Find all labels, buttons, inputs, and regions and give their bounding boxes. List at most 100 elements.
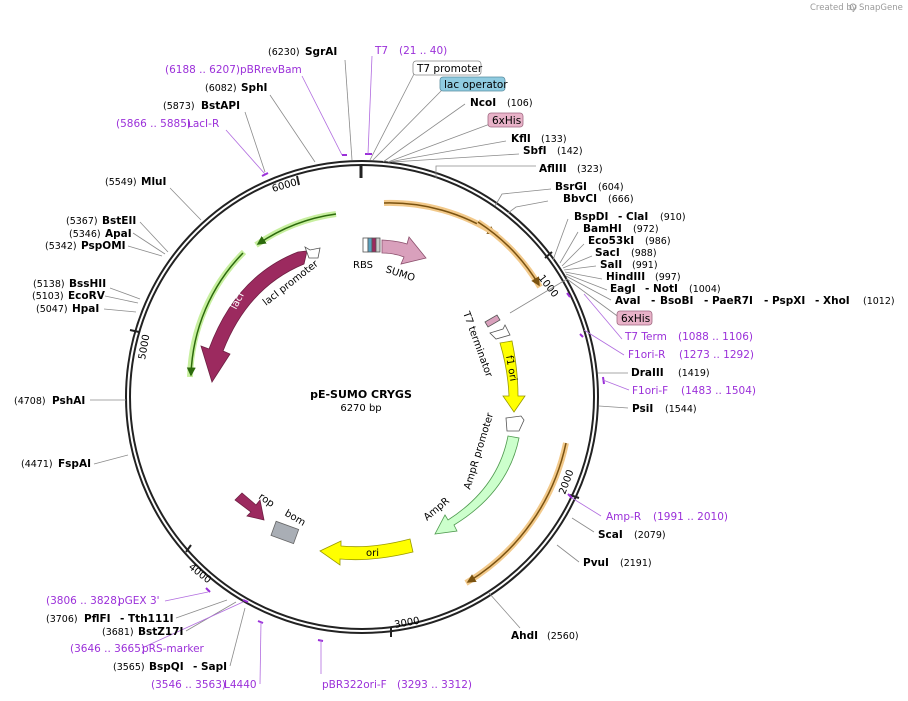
ahdi-pos: (2560)	[547, 631, 579, 642]
label-apai[interactable]: (5346) ApaI	[69, 228, 132, 240]
sphi-pos: (6082)	[205, 83, 237, 94]
label-scai[interactable]: ScaI (2079)	[598, 529, 666, 541]
label-pspomi[interactable]: (5342) PspOMI	[45, 240, 126, 252]
label-bspqi-sapi[interactable]: (3565) BspQI - SapI	[113, 661, 227, 673]
sumo-feature[interactable]	[381, 236, 427, 265]
label-bstz17i[interactable]: (3681) BstZ17I	[102, 626, 183, 638]
t7term-name: T7 Term	[624, 331, 667, 343]
afliii-pos: (323)	[577, 164, 603, 175]
sumo-label: SUMO	[384, 264, 416, 284]
label-6xhis-2[interactable]: 6xHis	[616, 310, 653, 326]
label-saci[interactable]: SacI (988)	[595, 247, 657, 259]
label-pshai[interactable]: (4708) PshAI	[14, 395, 85, 407]
label-pbr322orif[interactable]: pBR322ori-F (3293 .. 3312)	[322, 679, 472, 691]
fspai-pos: (4471)	[21, 459, 53, 470]
l4440-name: L4440	[224, 679, 257, 691]
label-hpai[interactable]: (5047) HpaI	[36, 303, 99, 315]
pvui-name: PvuI	[583, 557, 609, 569]
label-pbrrevbam[interactable]: (6188 .. 6207) pBRrevBam	[165, 64, 302, 76]
pshai-pos: (4708)	[14, 396, 46, 407]
t7-pos: (21 .. 40)	[399, 45, 447, 57]
label-lacir[interactable]: (5866 .. 5885) LacI-R	[116, 118, 219, 130]
pbr322orif-pos: (3293 .. 3312)	[397, 679, 472, 691]
label-l4440[interactable]: (3546 .. 3563) L4440	[151, 679, 257, 691]
ncoi-name: NcoI	[470, 97, 496, 109]
laci-promoter-feature[interactable]	[304, 246, 321, 259]
label-bsshii[interactable]: (5138) BssHII	[33, 278, 106, 290]
label-6xhis-1[interactable]: 6xHis	[487, 112, 524, 128]
clai-name: ClaI	[626, 211, 648, 223]
bstapi-name: BstAPI	[201, 100, 240, 112]
t7-promoter-name: T7 promoter	[416, 63, 483, 75]
f1orir-name: F1ori-R	[628, 349, 665, 361]
label-ahdi[interactable]: AhdI (2560)	[511, 630, 579, 642]
label-t7[interactable]: T7 (21 .. 40)	[374, 45, 447, 57]
label-ecorv[interactable]: (5103) EcoRV	[32, 290, 106, 302]
rop-feature[interactable]	[234, 492, 265, 521]
label-sali[interactable]: SalI (991)	[600, 259, 658, 271]
sbfi-name: SbfI	[523, 145, 547, 157]
avai-name: AvaI	[615, 295, 641, 307]
sixhis2-name: 6xHis	[621, 313, 650, 325]
tth111i-name: Tth111I	[128, 613, 173, 625]
t7-terminator-arrow	[489, 324, 511, 340]
t7-terminator-feature[interactable]	[484, 314, 501, 328]
bstz17i-pos: (3681)	[102, 627, 134, 638]
label-pflfi-tth111i[interactable]: (3706) PflFI - Tth111I	[46, 613, 173, 625]
ori-label: ori	[366, 548, 379, 559]
label-draiii[interactable]: DraIII (1419)	[631, 367, 710, 379]
label-prsmarker[interactable]: (3646 .. 3665) pRS-marker	[70, 643, 205, 655]
label-afliii[interactable]: AflIII (323)	[539, 163, 603, 175]
laci-feature[interactable]	[200, 250, 308, 383]
xhoi-name: XhoI	[823, 295, 850, 307]
label-f1orir[interactable]: F1ori-R (1273 .. 1292)	[628, 349, 754, 361]
rbs-feature[interactable]	[362, 237, 381, 253]
label-eco53ki[interactable]: Eco53kI (986)	[588, 235, 671, 247]
ampr-feature[interactable]	[434, 435, 520, 535]
saci-pos: (988)	[631, 248, 657, 259]
label-eagi-noti[interactable]: EagI - NotI (1004)	[610, 283, 721, 295]
paer7i-name: PaeR7I	[712, 295, 753, 307]
label-mlui[interactable]: (5549) MluI	[105, 176, 166, 188]
label-pvui[interactable]: PvuI (2191)	[583, 557, 652, 569]
label-sphi[interactable]: (6082) SphI	[205, 82, 267, 94]
pspomi-name: PspOMI	[81, 240, 126, 252]
label-kfli[interactable]: KflI (133)	[511, 133, 567, 145]
label-ncoi[interactable]: NcoI (106)	[470, 97, 533, 109]
ori-feature[interactable]	[319, 538, 414, 566]
leader-lines	[90, 55, 630, 685]
pbrrevbam-name: pBRrevBam	[240, 64, 302, 76]
label-lac-operator[interactable]: lac operator	[439, 76, 508, 92]
pflfi-name: PflFI	[84, 613, 111, 625]
label-bamhi[interactable]: BamHI (972)	[583, 223, 659, 235]
label-hindiii[interactable]: HindIII (997)	[606, 271, 681, 283]
clai-pos: (910)	[660, 212, 686, 223]
label-bspdi-clai[interactable]: BspDI - ClaI (910)	[574, 211, 686, 223]
pgex3-name: pGEX 3'	[118, 595, 160, 607]
label-t7term[interactable]: T7 Term (1088 .. 1106)	[624, 331, 753, 343]
label-t7-promoter[interactable]: T7 promoter	[412, 60, 483, 76]
label-f1orif[interactable]: F1ori-F (1483 .. 1504)	[632, 385, 756, 397]
label-sgrai[interactable]: (6230) SgrAI	[268, 46, 337, 58]
label-sbfi[interactable]: SbfI (142)	[523, 145, 583, 157]
laci-highlight-line-2	[186, 252, 244, 377]
label-bsrgi[interactable]: BsrGI (604)	[555, 181, 624, 193]
f1-ori-feature[interactable]	[499, 340, 526, 413]
label-psii[interactable]: PsiI (1544)	[632, 403, 697, 415]
bom-feature[interactable]	[270, 520, 300, 545]
bsshii-name: BssHII	[69, 278, 106, 290]
label-ampr-primer[interactable]: Amp-R (1991 .. 2010)	[606, 511, 728, 523]
bsteii-name: BstEII	[102, 215, 136, 227]
label-pgex3[interactable]: (3806 .. 3828) pGEX 3'	[46, 595, 160, 607]
laci-highlight-line	[256, 213, 337, 245]
label-avai-xhoi[interactable]: AvaI - BsoBI - PaeR7I - PspXI - XhoI (10…	[615, 295, 895, 307]
label-bsteii[interactable]: (5367) BstEII	[66, 215, 136, 227]
ampr-promoter-feature[interactable]	[505, 415, 525, 432]
f1orif-name: F1ori-F	[632, 385, 668, 397]
rbs-label: RBS	[353, 260, 373, 271]
label-bbvci[interactable]: BbvCI (666)	[563, 193, 634, 205]
ampr-primer-pos: (1991 .. 2010)	[653, 511, 728, 523]
label-fspai[interactable]: (4471) FspAI	[21, 458, 91, 470]
label-bstapi[interactable]: (5873) BstAPI	[163, 100, 240, 112]
